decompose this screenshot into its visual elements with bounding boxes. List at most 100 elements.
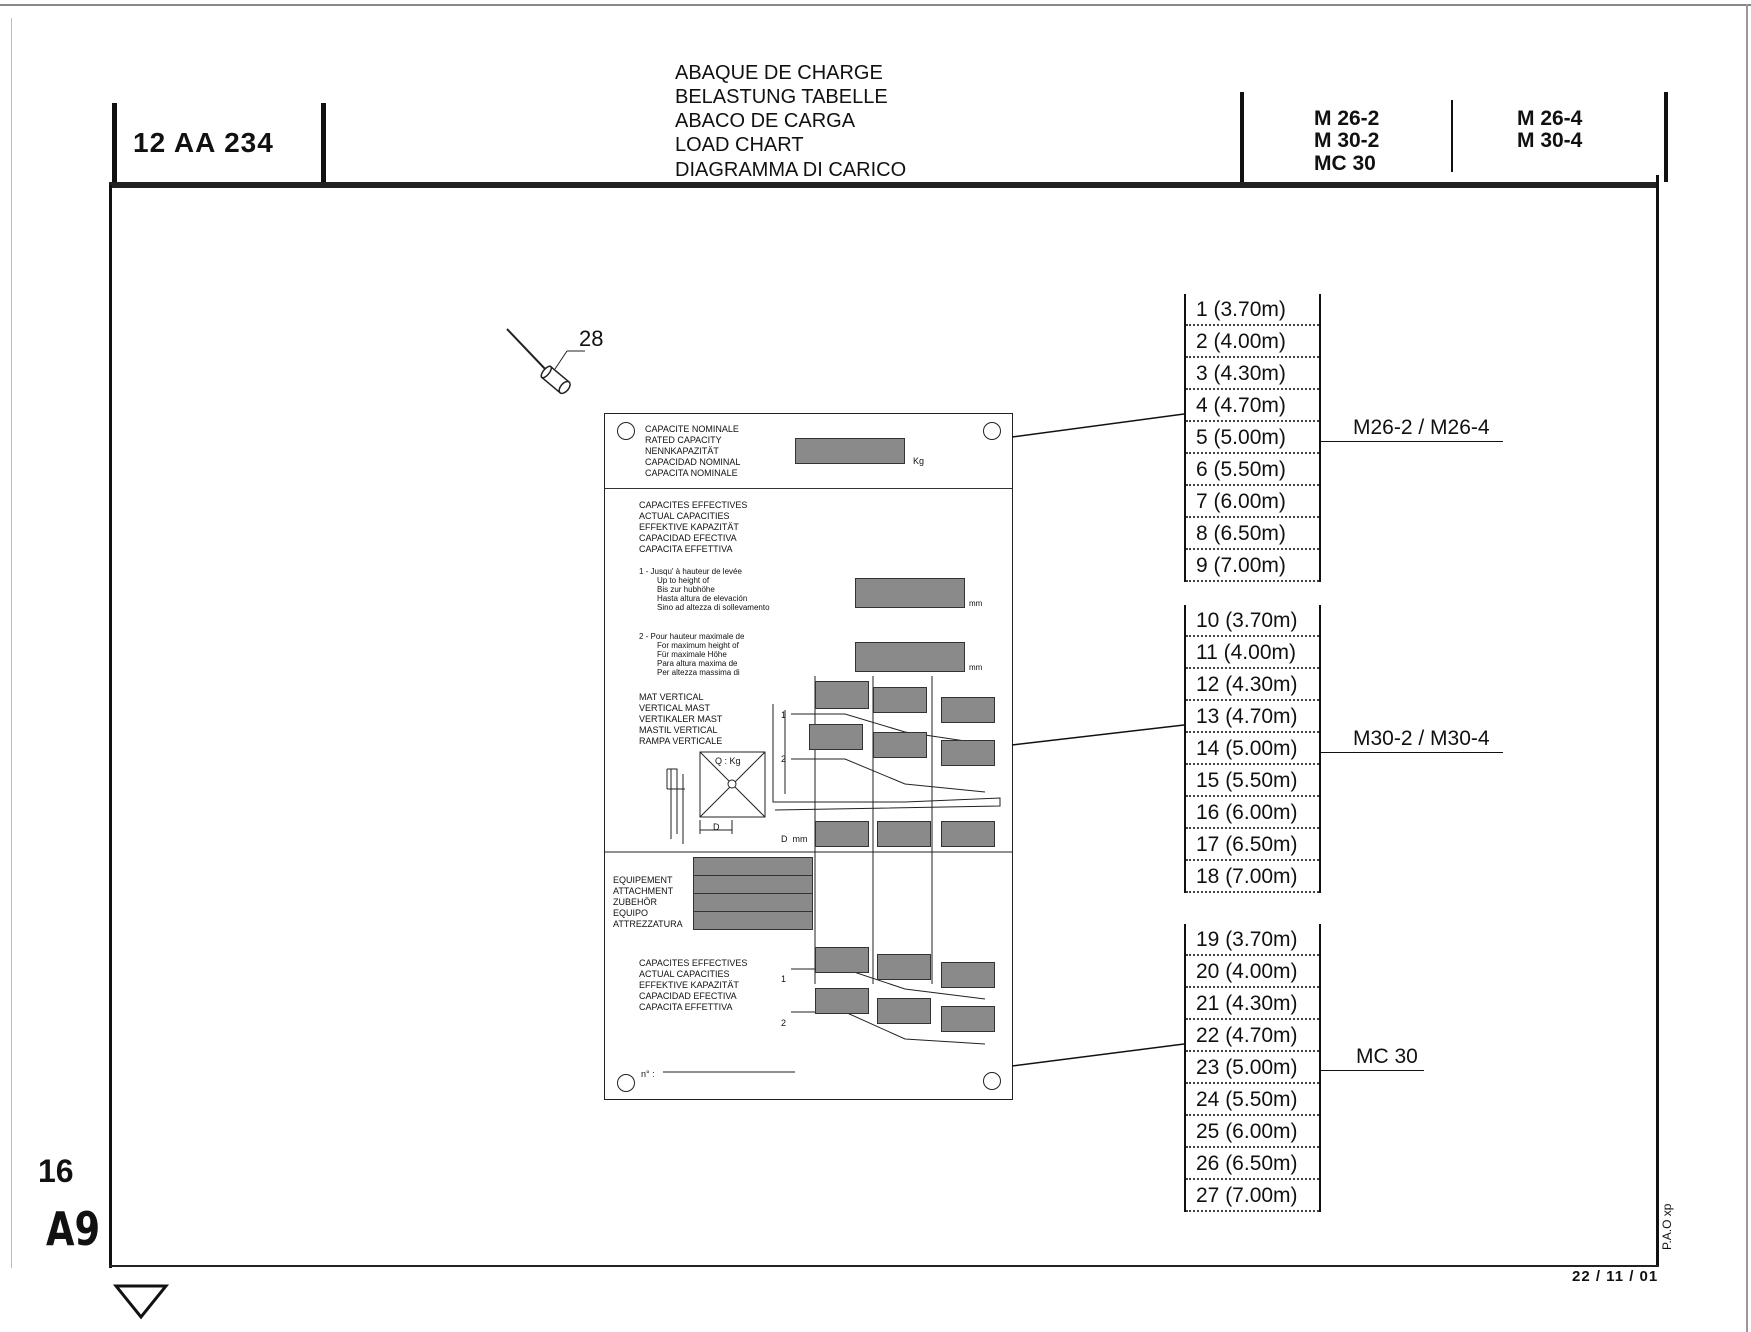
capacity-cell bbox=[815, 988, 869, 1014]
attachment-field bbox=[693, 911, 813, 930]
header-rule bbox=[109, 182, 1659, 188]
model-m30-4: M 30-4 bbox=[1517, 129, 1583, 152]
capacity-cell bbox=[877, 998, 931, 1024]
page-number: 16 bbox=[38, 1153, 74, 1189]
attachment-de: ZUBEHÖR bbox=[613, 897, 658, 907]
unit-mm-2: mm bbox=[969, 663, 983, 672]
serial-label: n° : bbox=[641, 1069, 658, 1079]
load-chart-plate: CAPACITE NOMINALE RATED CAPACITY NENNKAP… bbox=[604, 413, 1013, 1100]
mounting-hole bbox=[617, 1074, 635, 1092]
group-2-leader bbox=[1319, 752, 1503, 753]
title-en: LOAD CHART bbox=[675, 134, 804, 156]
capacity-cell bbox=[809, 724, 863, 750]
actual-capacities-en: ACTUAL CAPACITIES bbox=[639, 511, 730, 521]
model-m26-4: M 26-4 bbox=[1517, 107, 1583, 130]
height-label-3: Bis zur hubhöhe bbox=[657, 585, 715, 594]
models-divider bbox=[1451, 100, 1453, 172]
list-item: 21 (4.30m) bbox=[1186, 988, 1319, 1020]
list-item: 13 (4.70m) bbox=[1186, 701, 1319, 733]
capacity-cell bbox=[941, 962, 995, 988]
actual-capacities-de: EFFEKTIVE KAPAZITÄT bbox=[639, 522, 739, 532]
row-1-marker-2: 1 bbox=[781, 974, 787, 984]
list-item: 4 (4.70m) bbox=[1186, 390, 1319, 422]
group-1-leader bbox=[1319, 441, 1503, 442]
group-2-label: M30-2 / M30-4 bbox=[1353, 727, 1490, 750]
capacity-cell bbox=[941, 697, 995, 723]
max-height-label-5: Per altezza massima di bbox=[657, 668, 740, 677]
page-right-border bbox=[1746, 4, 1748, 1332]
page-left-border bbox=[11, 18, 12, 1268]
list-item: 22 (4.70m) bbox=[1186, 1020, 1319, 1052]
list-item: 27 (7.00m) bbox=[1186, 1180, 1319, 1212]
model-m30-2: M 30-2 bbox=[1314, 129, 1380, 152]
title-de: BELASTUNG TABELLE bbox=[675, 86, 888, 108]
page-top-border bbox=[0, 4, 1751, 6]
list-item: 20 (4.00m) bbox=[1186, 956, 1319, 988]
capacity-cell bbox=[941, 740, 995, 766]
capacity-cell bbox=[815, 821, 869, 847]
actual-capacities-it: CAPACITA EFFETTIVA bbox=[639, 544, 733, 554]
date-stamp: 22 / 11 / 01 bbox=[1572, 1268, 1659, 1285]
height-label-1: 1 - Jusqu' à hauteur de levée bbox=[639, 567, 742, 576]
section-code: A9 bbox=[46, 1202, 101, 1256]
part-list-group-3: 19 (3.70m) 20 (4.00m) 21 (4.30m) 22 (4.7… bbox=[1184, 924, 1321, 1212]
down-arrow-icon[interactable] bbox=[113, 1283, 169, 1323]
attachment-es: EQUIPO bbox=[613, 908, 649, 918]
actual-capacities-2-fr: CAPACITES EFFECTIVES bbox=[639, 958, 748, 968]
load-q-label: Q : Kg bbox=[715, 756, 741, 766]
max-height-label-4: Para altura maxima de bbox=[657, 659, 738, 668]
list-item: 18 (7.00m) bbox=[1186, 861, 1319, 893]
model-mc30: MC 30 bbox=[1314, 152, 1376, 175]
list-item: 16 (6.00m) bbox=[1186, 797, 1319, 829]
actual-capacities-2-en: ACTUAL CAPACITIES bbox=[639, 969, 730, 979]
mounting-hole bbox=[617, 422, 635, 440]
vertical-mast-es: MASTIL VERTICAL bbox=[639, 725, 718, 735]
list-item: 17 (6.50m) bbox=[1186, 829, 1319, 861]
capacity-cell bbox=[941, 1006, 995, 1032]
reference-box bbox=[112, 103, 326, 185]
group-3-label: MC 30 bbox=[1356, 1045, 1418, 1068]
row-2-marker: 2 bbox=[781, 754, 787, 764]
max-height-label-2: For maximum height of bbox=[657, 641, 739, 650]
list-item: 19 (3.70m) bbox=[1186, 924, 1319, 956]
load-d-label: D bbox=[713, 822, 720, 832]
list-item: 2 (4.00m) bbox=[1186, 326, 1319, 358]
list-item: 10 (3.70m) bbox=[1186, 605, 1319, 637]
actual-capacities-es: CAPACIDAD EFECTIVA bbox=[639, 533, 737, 543]
vertical-mast-en: VERTICAL MAST bbox=[639, 703, 711, 713]
list-item: 5 (5.00m) bbox=[1186, 422, 1319, 454]
list-item: 14 (5.00m) bbox=[1186, 733, 1319, 765]
capacity-cell bbox=[873, 732, 927, 758]
attachment-field bbox=[693, 857, 813, 876]
reference-number: 12 AA 234 bbox=[133, 127, 274, 158]
max-height-field bbox=[855, 642, 965, 672]
list-item: 8 (6.50m) bbox=[1186, 518, 1319, 550]
part-list-group-2: 10 (3.70m) 11 (4.00m) 12 (4.30m) 13 (4.7… bbox=[1184, 605, 1321, 893]
height-label-4: Hasta altura de elevación bbox=[657, 594, 748, 603]
attachment-it: ATTREZZATURA bbox=[613, 919, 683, 929]
attachment-en: ATTACHMENT bbox=[613, 886, 674, 896]
max-height-label-1: 2 - Pour hauteur maximale de bbox=[639, 632, 745, 641]
list-item: 12 (4.30m) bbox=[1186, 669, 1319, 701]
unit-mm: mm bbox=[969, 599, 983, 608]
credit-label: P.A.O xp bbox=[1660, 1203, 1674, 1250]
attachment-fr: EQUIPEMENT bbox=[613, 875, 673, 885]
capacity-cell bbox=[877, 954, 931, 980]
callout-number: 28 bbox=[579, 326, 604, 351]
list-item: 1 (3.70m) bbox=[1186, 294, 1319, 326]
frame-right bbox=[1656, 175, 1659, 1265]
list-item: 24 (5.50m) bbox=[1186, 1084, 1319, 1116]
rated-capacity-label-en: RATED CAPACITY bbox=[645, 435, 722, 445]
vertical-mast-fr: MAT VERTICAL bbox=[639, 692, 704, 702]
title-es: ABACO DE CARGA bbox=[675, 110, 856, 132]
unit-kg: Kg bbox=[913, 456, 925, 466]
title-it: DIAGRAMMA DI CARICO bbox=[675, 159, 907, 181]
actual-capacities-fr: CAPACITES EFFECTIVES bbox=[639, 500, 748, 510]
mounting-hole bbox=[983, 1072, 1001, 1090]
rated-capacity-field bbox=[795, 438, 905, 464]
list-item: 3 (4.30m) bbox=[1186, 358, 1319, 390]
list-item: 6 (5.50m) bbox=[1186, 454, 1319, 486]
vertical-mast-de: VERTIKALER MAST bbox=[639, 714, 723, 724]
rated-capacity-label-fr: CAPACITE NOMINALE bbox=[645, 424, 739, 434]
vertical-mast-it: RAMPA VERTICALE bbox=[639, 736, 723, 746]
